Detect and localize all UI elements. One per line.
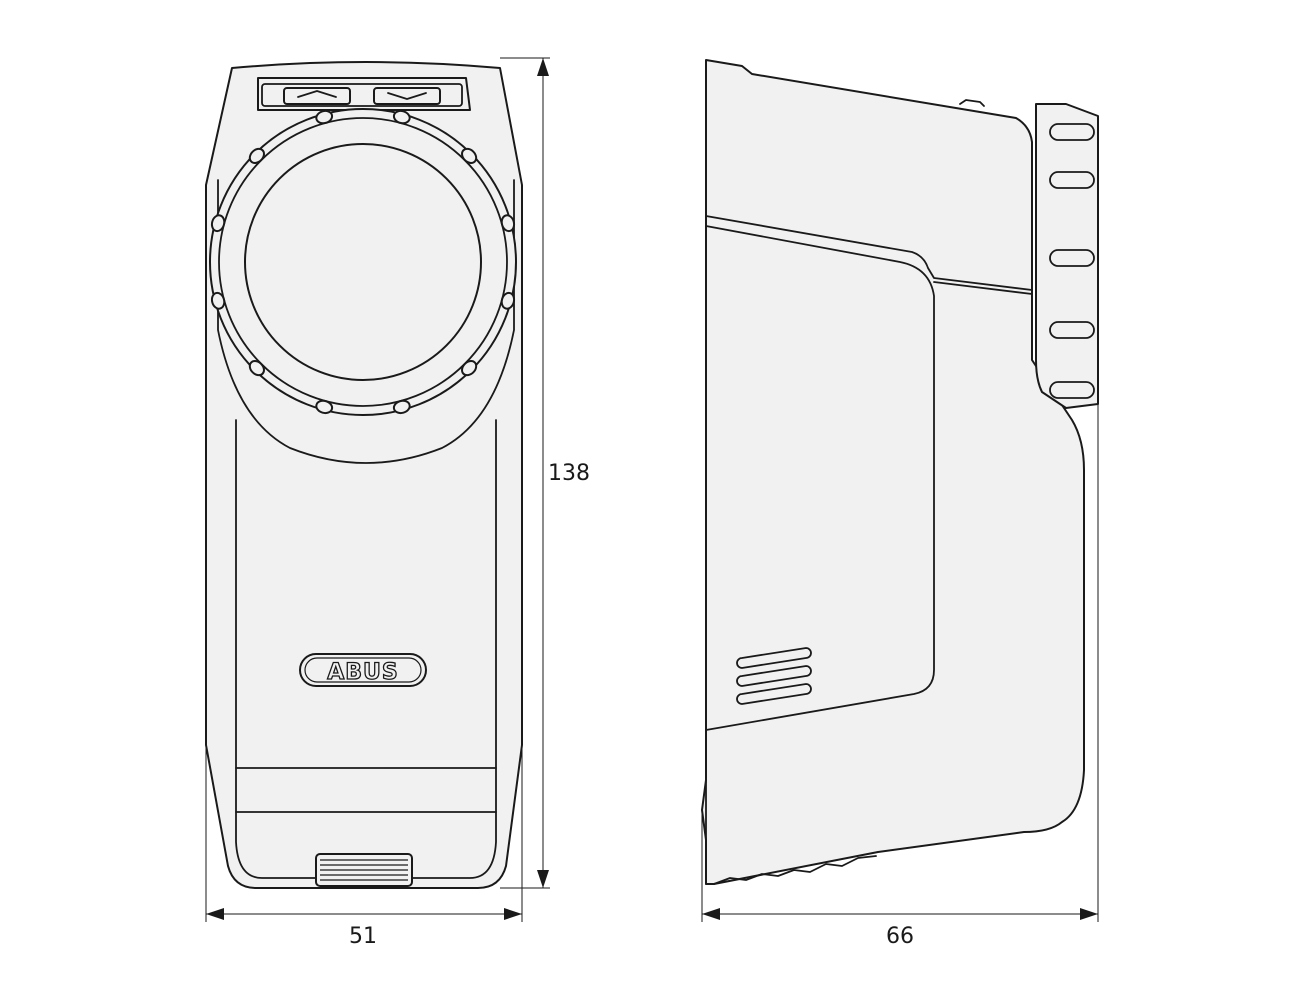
arrow-up-icon	[537, 58, 549, 76]
arrow-left-icon	[702, 908, 720, 920]
bracket-slots	[1049, 123, 1095, 399]
brand-logo: ABUS	[327, 660, 399, 685]
side-cover-edge	[933, 281, 1033, 295]
button-housing-inner	[261, 83, 463, 107]
knob-grip-bump	[248, 360, 265, 377]
knob-grip-bump	[315, 109, 334, 125]
side-top-notch	[959, 99, 985, 107]
knob-inner-ring	[218, 117, 508, 407]
side-view	[701, 59, 1099, 885]
knob-grip-bump	[210, 214, 226, 233]
knob-grip-bump	[248, 147, 265, 164]
front-upper-cap	[217, 179, 515, 464]
knob-grip-bump	[315, 399, 334, 415]
bracket-slot	[1049, 381, 1095, 399]
knob-grip-bump	[500, 291, 516, 310]
knob-grip-bump	[461, 147, 478, 164]
down-button	[373, 87, 441, 105]
knob-grip-bump	[392, 399, 411, 415]
knob-grip-bump	[210, 291, 226, 310]
knob-grip-bump	[461, 360, 478, 377]
side-body-outline	[701, 59, 1085, 885]
side-depth-label: 66	[886, 924, 914, 949]
mounting-bracket	[1035, 103, 1099, 409]
bracket-slot	[1049, 249, 1095, 267]
arrow-left-icon	[206, 908, 224, 920]
front-width-dimension: 51	[205, 745, 523, 949]
side-top-cover	[705, 215, 1033, 291]
knob-grip-bumps	[210, 109, 516, 415]
knob-grip-bump	[392, 109, 411, 125]
logo-badge-inner	[304, 657, 422, 683]
bracket-slot	[1049, 123, 1095, 141]
height-label: 138	[548, 461, 590, 486]
up-button	[283, 87, 351, 105]
front-width-label: 51	[349, 924, 377, 949]
vent-slot	[736, 683, 812, 705]
thumbwheel-knurling	[320, 859, 408, 881]
front-view: ABUS	[205, 61, 523, 889]
vent-slot	[736, 665, 812, 687]
side-depth-dimension: 66	[701, 404, 1099, 949]
knob-grip-bump	[500, 214, 516, 233]
vent-slots	[736, 647, 812, 705]
side-bottom-serration	[713, 855, 877, 885]
arrow-right-icon	[504, 908, 522, 920]
side-lower-plate	[705, 225, 935, 731]
knob-face	[244, 143, 482, 381]
vent-slot	[736, 647, 812, 669]
bracket-slot	[1049, 321, 1095, 339]
height-dimension: 138	[500, 57, 590, 889]
logo-badge	[299, 653, 427, 687]
arrow-right-icon	[1080, 908, 1098, 920]
arrow-down-icon	[537, 870, 549, 888]
down-arrow-icon	[387, 92, 427, 100]
up-arrow-icon	[297, 90, 337, 98]
bracket-slot	[1049, 171, 1095, 189]
